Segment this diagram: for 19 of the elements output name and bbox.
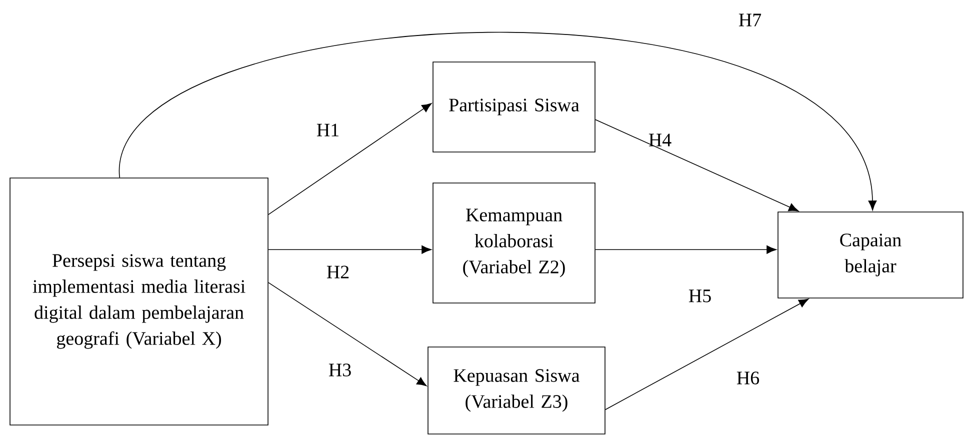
edge-label: H4	[648, 134, 672, 146]
arrow	[268, 282, 427, 386]
variable-box: Kemampuan kolaborasi (Variabel Z2)	[432, 182, 596, 304]
variable-box: Partisipasi Siswa	[432, 62, 596, 152]
variable-box: Kepuasan Siswa (Variabel Z3)	[428, 346, 606, 434]
edge-label: H1	[316, 124, 338, 136]
arrow	[268, 245, 432, 254]
arrow	[595, 245, 776, 254]
edge-label: H2	[326, 266, 349, 278]
outcome-box: Capaian belajar	[778, 212, 964, 298]
arrow	[605, 298, 809, 410]
edge-label: H6	[736, 372, 760, 384]
variable-box: Persepsi siswa tentang implementasi media literasi digital dalam pembelajaran geografi (Variabel X)	[10, 178, 268, 426]
arrow	[595, 119, 799, 212]
edge-label: H7	[738, 14, 762, 26]
arrow	[268, 103, 432, 215]
edge-label: H5	[688, 290, 711, 302]
edge-label: H3	[328, 364, 351, 376]
arrow	[119, 32, 877, 210]
